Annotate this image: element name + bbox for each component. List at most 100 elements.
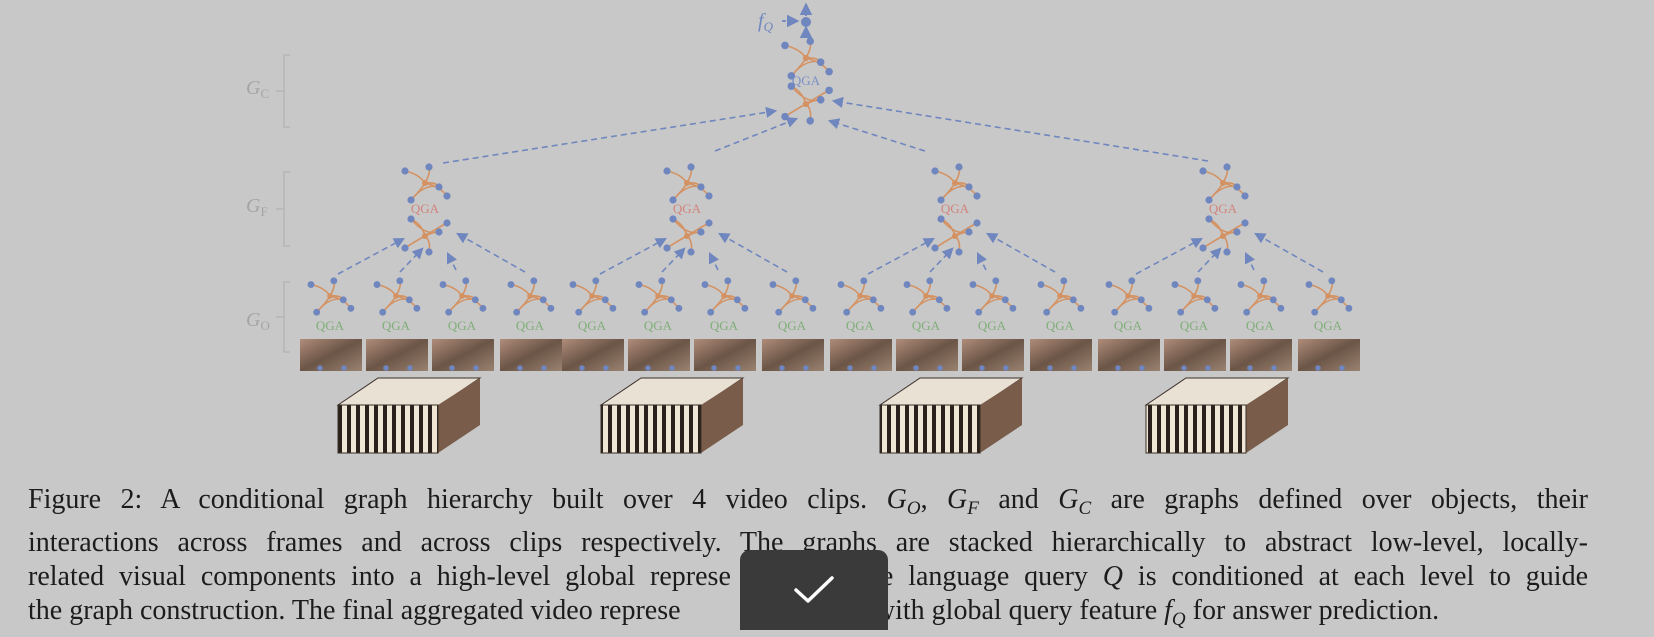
- clip-arrow-2: [714, 117, 799, 152]
- frame-thumbnail-4-4: [1298, 339, 1360, 371]
- clip-graph-bottom: [781, 82, 833, 125]
- frame-arrow-1-3: [446, 251, 458, 271]
- frame-arrow-3-1: [867, 237, 935, 275]
- frame-graph-bottom-4: [1199, 215, 1249, 256]
- frame-thumbnail-2-3: [694, 339, 756, 371]
- frame-thumbnail-1-2: [366, 339, 428, 371]
- clip-arrow-4: [831, 96, 1209, 162]
- object-graph-3-4: [1037, 277, 1085, 316]
- video-clip-4: [1144, 377, 1290, 454]
- frame-thumbnail-2-2: [628, 339, 690, 371]
- confirm-button[interactable]: [740, 550, 888, 630]
- frame-arrow-4-2: [1197, 247, 1222, 273]
- frame-thumbnail-1-3: [432, 339, 494, 371]
- object-qga-label-3-4: QGA: [1046, 318, 1075, 333]
- frame-arrow-3-2: [929, 247, 954, 273]
- frame-arrow-3-4: [986, 232, 1056, 273]
- object-graph-1-1: [307, 277, 355, 316]
- object-graph-2-3: [701, 277, 749, 316]
- object-graph-2-1: [569, 277, 617, 316]
- frame-thumbnail-1-4: [500, 339, 562, 371]
- object-graph-3-3: [969, 277, 1017, 316]
- caption-line-1: Figure 2: A conditional graph hierarchy …: [28, 484, 1589, 519]
- caption-line-3: related visual components into a high-le…: [28, 561, 1588, 592]
- frame-qga-label-1: QGA: [411, 201, 440, 216]
- level-brackets: [276, 54, 290, 353]
- query-feature: fQ: [758, 2, 813, 39]
- frame-arrow-3-3: [976, 251, 988, 271]
- object-graph-1-4: [507, 277, 555, 316]
- frame-thumbnail-4-3: [1230, 339, 1292, 371]
- frame-thumbnail-1-1: [300, 339, 362, 371]
- query-feature-label: fQ: [758, 10, 774, 34]
- object-qga-label-4-1: QGA: [1114, 318, 1143, 333]
- frame-graph-bottom-2: [663, 215, 713, 256]
- clip-graph-top: [781, 37, 833, 80]
- object-qga-label-1-4: QGA: [516, 318, 545, 333]
- go-label: GO: [246, 309, 270, 333]
- object-qga-label-4-4: QGA: [1314, 318, 1343, 333]
- frame-graph-top-2: [663, 163, 713, 204]
- frame-thumbnail-3-4: [1030, 339, 1092, 371]
- object-qga-label-3-3: QGA: [978, 318, 1007, 333]
- object-graph-1-2: [373, 277, 421, 316]
- frame-graph-bottom-1: [401, 215, 451, 256]
- frame-thumbnail-4-2: [1164, 339, 1226, 371]
- frame-arrow-2-1: [599, 237, 667, 275]
- object-qga-label-3-1: QGA: [846, 318, 875, 333]
- frame-qga-label-3: QGA: [941, 201, 970, 216]
- gc-label: GC: [246, 77, 269, 101]
- video-clip-2: [599, 377, 745, 454]
- frame-graph-bottom-3: [931, 215, 981, 256]
- frame-arrow-1-4: [456, 232, 526, 273]
- level-labels: GC GF GO: [246, 77, 270, 333]
- object-qga-label-2-2: QGA: [644, 318, 673, 333]
- object-graph-4-4: [1305, 277, 1353, 316]
- frame-thumbnail-2-1: [562, 339, 624, 371]
- frame-thumbnail-3-2: [896, 339, 958, 371]
- frame-graph-top-1: [401, 163, 451, 204]
- frame-arrow-4-3: [1244, 251, 1256, 271]
- frame-qga-label-2: QGA: [673, 201, 702, 216]
- clip-arrow-1: [442, 106, 778, 164]
- frame-arrow-1-2: [399, 247, 424, 273]
- frame-graph-top-4: [1199, 163, 1249, 204]
- object-qga-label-1-3: QGA: [448, 318, 477, 333]
- object-qga-label-2-1: QGA: [578, 318, 607, 333]
- object-graph-1-3: [439, 277, 487, 316]
- object-qga-label-1-1: QGA: [316, 318, 345, 333]
- gf-label: GF: [246, 195, 268, 219]
- object-graph-3-1: [837, 277, 885, 316]
- graph-layers: QGA QGA QGA QGA QGA QGA QGA QGA QGA QGA QGA QGA QGA Q…: [300, 37, 1360, 454]
- object-qga-label-1-2: QGA: [382, 318, 411, 333]
- object-qga-label-3-2: QGA: [912, 318, 941, 333]
- frame-thumbnail-3-1: [830, 339, 892, 371]
- frame-thumbnail-3-3: [962, 339, 1024, 371]
- checkmark-icon: [794, 576, 834, 603]
- frame-arrow-2-2: [661, 247, 686, 273]
- object-graph-2-2: [635, 277, 683, 316]
- clip-arrow-3: [827, 118, 926, 152]
- object-graph-4-1: [1105, 277, 1153, 316]
- frame-thumbnail-4-1: [1098, 339, 1160, 371]
- object-qga-label-2-3: QGA: [710, 318, 739, 333]
- frame-arrow-4-4: [1254, 232, 1324, 273]
- object-qga-label-4-3: QGA: [1246, 318, 1275, 333]
- object-graph-4-3: [1237, 277, 1285, 316]
- frame-graph-top-3: [931, 163, 981, 204]
- frame-arrow-4-1: [1135, 237, 1203, 275]
- frame-thumbnail-2-4: [762, 339, 824, 371]
- object-qga-label-2-4: QGA: [778, 318, 807, 333]
- object-graph-4-2: [1171, 277, 1219, 316]
- frame-arrow-2-4: [718, 232, 788, 273]
- clip-qga-label: QGA: [792, 73, 821, 88]
- video-clip-3: [878, 377, 1024, 454]
- object-graph-2-4: [769, 277, 817, 316]
- frame-qga-label-4: QGA: [1209, 201, 1238, 216]
- figure-label: Figure 2:: [28, 484, 143, 515]
- frame-arrow-2-3: [708, 251, 720, 271]
- video-clip-1: [336, 377, 482, 454]
- frame-arrow-1-1: [337, 237, 405, 275]
- object-graph-3-2: [903, 277, 951, 316]
